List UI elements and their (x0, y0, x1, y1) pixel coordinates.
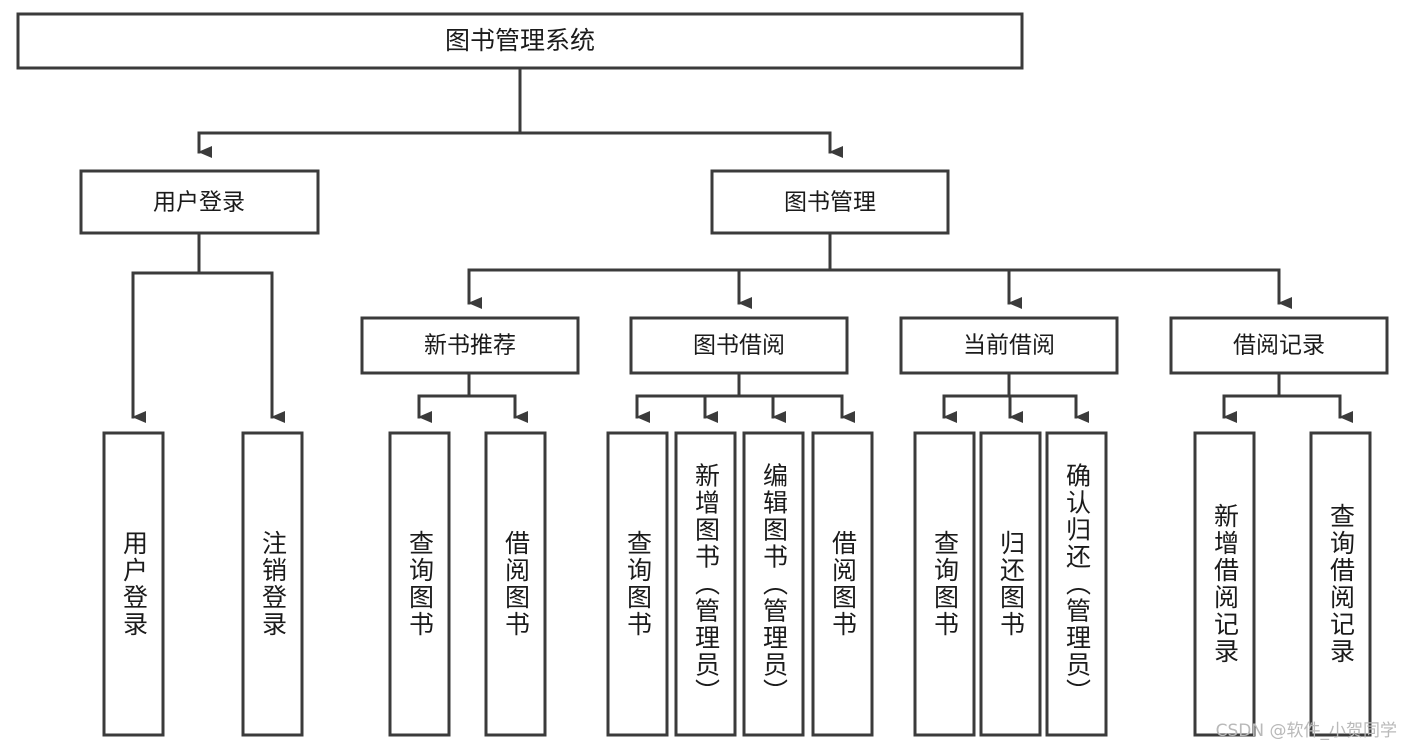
node-leaf-query-book-3-label: 查询图书 (931, 530, 960, 638)
node-new-book-recommend[interactable]: 新书推荐 (360, 316, 580, 375)
node-current-borrow-label: 当前借阅 (963, 333, 1055, 359)
node-book-borrow[interactable]: 图书借阅 (629, 316, 849, 375)
node-leaf-logout[interactable]: 注销登录 (241, 431, 304, 737)
node-leaf-confirm-return-label: 确认归还（管理员） (1063, 463, 1092, 706)
node-leaf-logout-box[interactable] (241, 431, 304, 737)
node-leaf-confirm-return[interactable]: 确认归还（管理员） (1045, 431, 1108, 737)
node-leaf-query-book-2[interactable]: 查询图书 (606, 431, 669, 737)
node-leaf-borrow-book-1-box[interactable] (484, 431, 547, 737)
node-leaf-query-book-3-box[interactable] (913, 431, 976, 737)
node-leaf-query-book-1-box[interactable] (388, 431, 451, 737)
node-borrow-record[interactable]: 借阅记录 (1169, 316, 1389, 375)
node-current-borrow[interactable]: 当前借阅 (899, 316, 1119, 375)
node-user-login[interactable]: 用户登录 (79, 169, 320, 235)
node-leaf-add-record-label: 新增借阅记录 (1211, 503, 1240, 665)
node-leaf-query-record-box[interactable] (1309, 431, 1372, 737)
node-leaf-user-login[interactable]: 用户登录 (102, 431, 165, 737)
node-leaf-edit-book[interactable]: 编辑图书（管理员） (742, 431, 805, 737)
node-new-book-recommend-label: 新书推荐 (424, 333, 516, 359)
node-borrow-record-box[interactable] (1169, 316, 1389, 375)
node-leaf-add-record-box[interactable] (1193, 431, 1256, 737)
node-leaf-edit-book-box[interactable] (742, 431, 805, 737)
node-borrow-record-label: 借阅记录 (1233, 333, 1325, 359)
node-book-borrow-label: 图书借阅 (693, 333, 785, 359)
node-user-login-label: 用户登录 (153, 190, 245, 216)
node-root[interactable]: 图书管理系统 (16, 12, 1024, 70)
node-book-manage-label: 图书管理 (784, 190, 876, 216)
node-leaf-user-login-box[interactable] (102, 431, 165, 737)
node-leaf-edit-book-label: 编辑图书（管理员） (760, 463, 789, 706)
node-leaf-user-login-label: 用户登录 (120, 530, 149, 638)
node-leaf-query-book-2-label: 查询图书 (624, 530, 653, 638)
node-book-borrow-box[interactable] (629, 316, 849, 375)
node-leaf-add-book-box[interactable] (674, 431, 737, 737)
node-leaf-borrow-book-2[interactable]: 借阅图书 (811, 431, 874, 737)
node-root-label: 图书管理系统 (445, 26, 595, 55)
node-leaf-borrow-book-1[interactable]: 借阅图书 (484, 431, 547, 737)
node-leaf-borrow-book-1-label: 借阅图书 (502, 530, 531, 638)
node-leaf-borrow-book-2-box[interactable] (811, 431, 874, 737)
connector-group (131, 66, 1353, 423)
node-leaf-logout-label: 注销登录 (259, 530, 288, 638)
node-leaf-query-record-label: 查询借阅记录 (1327, 503, 1356, 665)
node-leaf-borrow-book-2-label: 借阅图书 (829, 530, 858, 638)
node-leaf-confirm-return-box[interactable] (1045, 431, 1108, 737)
node-leaf-return-book[interactable]: 归还图书 (979, 431, 1042, 737)
node-leaf-query-book-1-label: 查询图书 (406, 530, 435, 638)
node-leaf-query-record[interactable]: 查询借阅记录 (1309, 431, 1372, 737)
node-leaf-add-record[interactable]: 新增借阅记录 (1193, 431, 1256, 737)
node-current-borrow-box[interactable] (899, 316, 1119, 375)
node-book-manage[interactable]: 图书管理 (710, 169, 950, 235)
node-book-manage-box[interactable] (710, 169, 950, 235)
node-leaf-return-book-label: 归还图书 (997, 530, 1026, 638)
node-leaf-query-book-2-box[interactable] (606, 431, 669, 737)
node-leaf-query-book-3[interactable]: 查询图书 (913, 431, 976, 737)
node-leaf-query-book-1[interactable]: 查询图书 (388, 431, 451, 737)
node-leaf-add-book[interactable]: 新增图书（管理员） (674, 431, 737, 737)
node-new-book-recommend-box[interactable] (360, 316, 580, 375)
node-user-login-box[interactable] (79, 169, 320, 235)
node-root-box[interactable] (16, 12, 1024, 70)
node-leaf-return-book-box[interactable] (979, 431, 1042, 737)
node-leaf-add-book-label: 新增图书（管理员） (692, 463, 721, 706)
